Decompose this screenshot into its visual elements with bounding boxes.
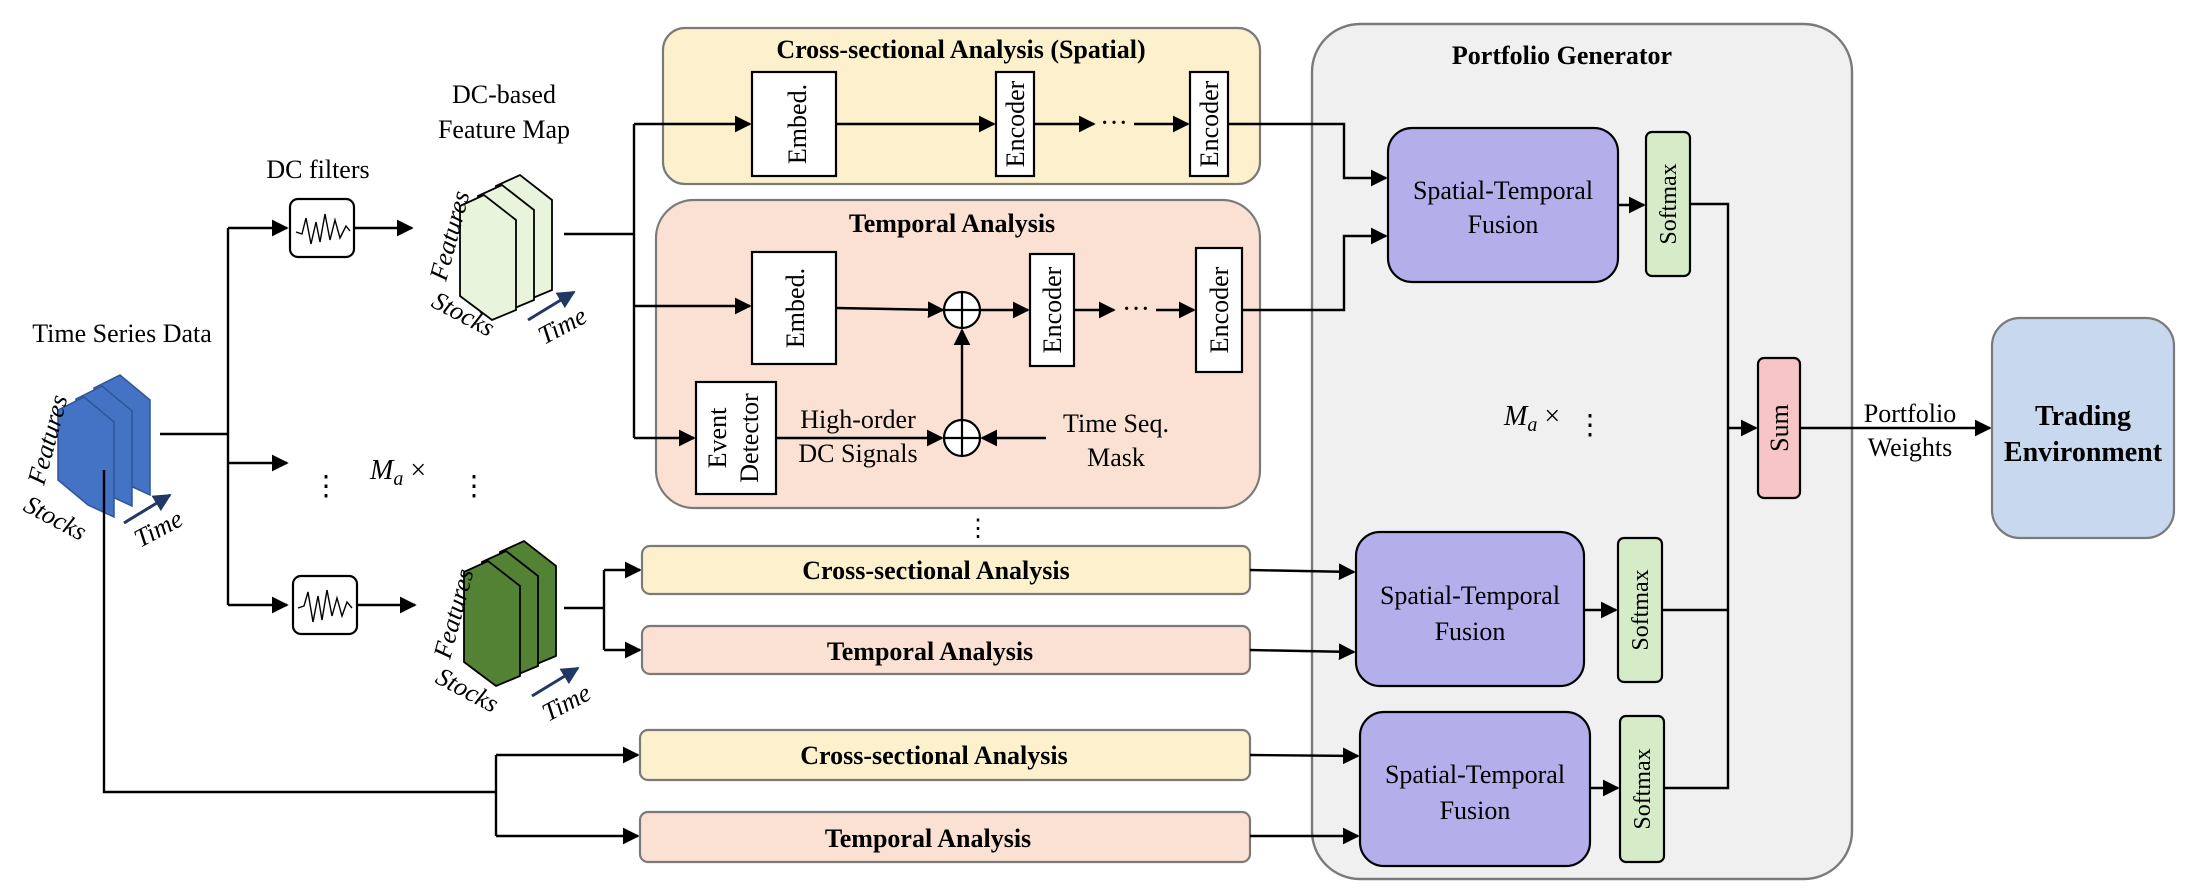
input-branch-dots-2: ⋮ <box>460 471 488 502</box>
trading-environment-box <box>1990 316 2176 540</box>
time-series-time-label: Time <box>129 504 187 553</box>
trading-environment-line1: Trading <box>2035 401 2131 432</box>
trading-environment-line2: Environment <box>2004 437 2163 468</box>
softmax-1-label: Softmax <box>1656 163 1682 244</box>
feature-map-2-time-arrow <box>531 666 580 698</box>
fusion-box-3 <box>1358 710 1592 868</box>
input-ma-label: Ma × <box>369 455 426 490</box>
feature-map-label-line1: DC-based <box>452 80 556 109</box>
portfolio-weights-line1: Portfolio <box>1864 399 1956 428</box>
temporal-encoder-box-1 <box>1028 252 1076 368</box>
temporal-encoder-box-2 <box>1194 246 1244 374</box>
temporal-encoder-label-2: Encoder <box>1205 266 1234 353</box>
portfolio-generator-title: Portfolio Generator <box>1452 41 1672 70</box>
fusion-3-line1: Spatial-Temporal <box>1385 760 1565 789</box>
fusion-3-line2: Fusion <box>1440 796 1511 825</box>
time-series-cube <box>57 374 151 519</box>
time-seq-mask-line2: Mask <box>1087 443 1145 472</box>
cross-embed-box <box>750 70 838 178</box>
input-branch-dots: ⋮ <box>312 471 340 502</box>
branch-vertical-dots: ⋮ <box>966 516 990 542</box>
temporal-embed-label: Embed. <box>781 268 810 348</box>
cross-encoder-label-2: Encoder <box>1195 80 1224 167</box>
cross-dots: ··· <box>1100 108 1128 139</box>
fusion-box-1 <box>1386 126 1620 284</box>
cross-embed-label: Embed. <box>783 84 812 164</box>
temporal-analysis-title: Temporal Analysis <box>849 209 1055 238</box>
time-series-time-arrow <box>123 493 172 525</box>
softmax-2-label: Softmax <box>1628 569 1654 650</box>
dc-filter-box-2 <box>291 574 359 636</box>
high-order-label-line2: DC Signals <box>798 439 917 468</box>
portfolio-weights-line2: Weights <box>1868 433 1953 462</box>
event-detector-line2: Detector <box>735 393 764 483</box>
fusion-1-line2: Fusion <box>1468 210 1539 239</box>
time-seq-mask-line1: Time Seq. <box>1063 409 1169 438</box>
softmax-3-label: Softmax <box>1630 748 1656 829</box>
branch3-temporal-label: Temporal Analysis <box>825 824 1031 853</box>
cross-encoder-box-2 <box>1188 70 1230 178</box>
fusion-1-line1: Spatial-Temporal <box>1413 176 1593 205</box>
time-series-title: Time Series Data <box>32 319 212 348</box>
event-detector-line1: Event <box>703 407 732 468</box>
cross-encoder-label-1: Encoder <box>1001 80 1030 167</box>
feature-map-cube-dark <box>463 539 557 688</box>
cross-sectional-spatial-title: Cross-sectional Analysis (Spatial) <box>776 35 1145 64</box>
branch2-cross-label: Cross-sectional Analysis <box>802 556 1070 585</box>
branch2-temporal-label: Temporal Analysis <box>827 637 1033 666</box>
feature-map-2-time-label: Time <box>537 678 595 727</box>
fusion-2-line1: Spatial-Temporal <box>1380 581 1560 610</box>
generator-vertical-dots: ⋮ <box>1576 410 1604 441</box>
feature-map-label-line2: Feature Map <box>438 115 570 144</box>
dc-filters-label: DC filters <box>266 155 369 184</box>
high-order-label-line1: High-order <box>800 405 916 434</box>
branch3-cross-label: Cross-sectional Analysis <box>800 741 1068 770</box>
temporal-dots: ··· <box>1122 294 1150 325</box>
feature-map-time-label: Time <box>533 301 591 350</box>
sum-label: Sum <box>1765 404 1794 452</box>
temporal-encoder-label-1: Encoder <box>1038 266 1067 353</box>
feature-map-time-arrow <box>527 290 576 322</box>
dc-filter-box-1 <box>288 197 356 259</box>
generator-ma-label: Ma × <box>1503 401 1560 436</box>
feature-map-cube-light <box>459 173 553 322</box>
fusion-2-line2: Fusion <box>1435 617 1506 646</box>
